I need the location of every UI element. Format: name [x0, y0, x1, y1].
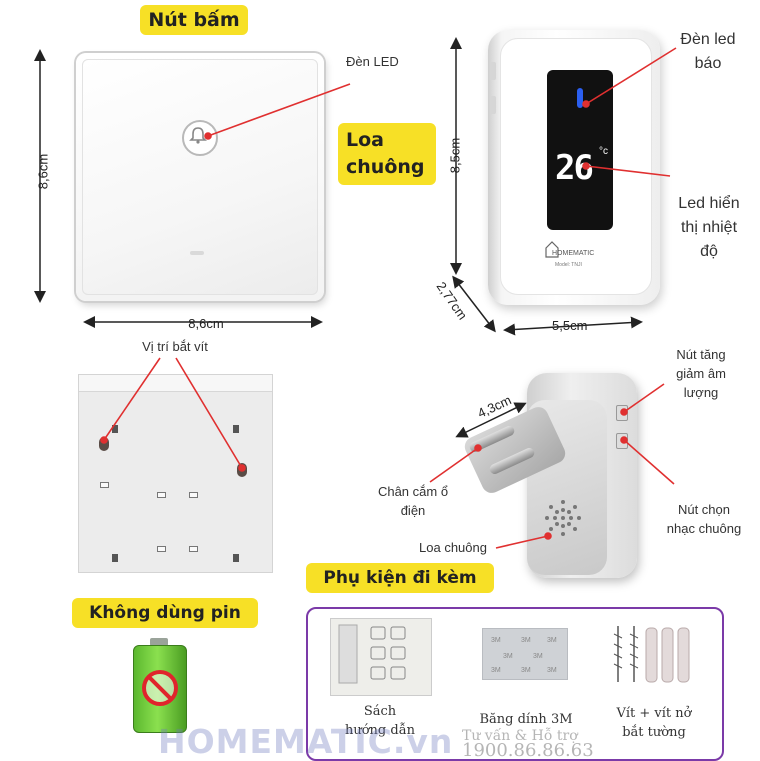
- clip: [233, 554, 239, 562]
- label-status-led: Đèn led báo: [680, 31, 736, 72]
- manual-illustration-icon: [338, 624, 406, 684]
- screw-hole-left: [99, 437, 109, 451]
- dim-receiver-depth: 2,77cm: [433, 278, 471, 323]
- watermark-brand: HOMEMATIC.vn: [158, 722, 454, 761]
- slot: [157, 546, 166, 552]
- label-tone-button: Nút chọn nhạc chuông: [666, 502, 742, 536]
- dim-button-width: 8,6cm: [188, 316, 224, 331]
- display-screen: 26 °c: [547, 70, 613, 230]
- bell-icon: [189, 127, 207, 144]
- bell-button[interactable]: [182, 120, 218, 156]
- clip: [112, 425, 118, 433]
- label-speaker: Loa chuông: [419, 540, 487, 555]
- receiver-model: Model: TNJI: [555, 262, 582, 268]
- heading-accessories: Phụ kiện đi kèm: [306, 563, 494, 593]
- label-manual: Sách hướng dẫn: [344, 704, 416, 738]
- home-logo-icon: [545, 241, 559, 258]
- label-led: Đèn LED: [346, 54, 399, 69]
- temperature-readout: 26: [555, 148, 594, 188]
- label-temperature-led: Led hiển thị nhiệt độ: [678, 195, 740, 260]
- clip: [112, 554, 118, 562]
- heading-no-battery: Không dùng pin: [72, 598, 258, 628]
- volume-button[interactable]: [616, 405, 628, 421]
- heading-button: Nút bấm: [140, 5, 248, 35]
- no-battery-icon: [142, 670, 178, 706]
- heading-speaker: Loa chuông: [338, 123, 436, 185]
- speaker-grill-icon: [545, 500, 581, 536]
- slot: [189, 492, 198, 498]
- battery-terminal: [150, 638, 168, 646]
- slot: [100, 482, 109, 488]
- label-volume-button: Nút tăng giảm âm lượng: [676, 347, 726, 400]
- doorbell-button-panel: [76, 53, 324, 301]
- screw-hole-right: [237, 463, 247, 477]
- status-led: [577, 88, 583, 108]
- dim-receiver-height: 8,5cm: [447, 137, 463, 174]
- screws-anchors-icon: [613, 626, 690, 683]
- tone-select-button[interactable]: [616, 433, 628, 449]
- label-plug-pins: Chân cắm ổ điện: [377, 484, 449, 518]
- slot: [189, 546, 198, 552]
- side-button[interactable]: [490, 62, 496, 80]
- led-indicator: [190, 251, 204, 255]
- clip: [233, 425, 239, 433]
- manual-image: [330, 618, 432, 696]
- dim-button-height: 8,6cm: [35, 153, 51, 190]
- label-screw-position: Vị trí bắt vít: [142, 339, 208, 354]
- receiver-brand: HOMEMATIC: [552, 250, 595, 257]
- dim-receiver-width: 5,5cm: [552, 318, 588, 333]
- label-screws: Vít + vít nở bắt tường: [616, 706, 692, 740]
- temperature-unit: °c: [599, 146, 608, 157]
- watermark-phone: 1900.86.86.63: [462, 740, 594, 761]
- side-button[interactable]: [490, 96, 496, 114]
- watermark-support: Tư vấn & Hỗ trợ: [462, 728, 578, 744]
- slot: [157, 492, 166, 498]
- label-3m-tape: Băng dính 3M: [479, 712, 573, 727]
